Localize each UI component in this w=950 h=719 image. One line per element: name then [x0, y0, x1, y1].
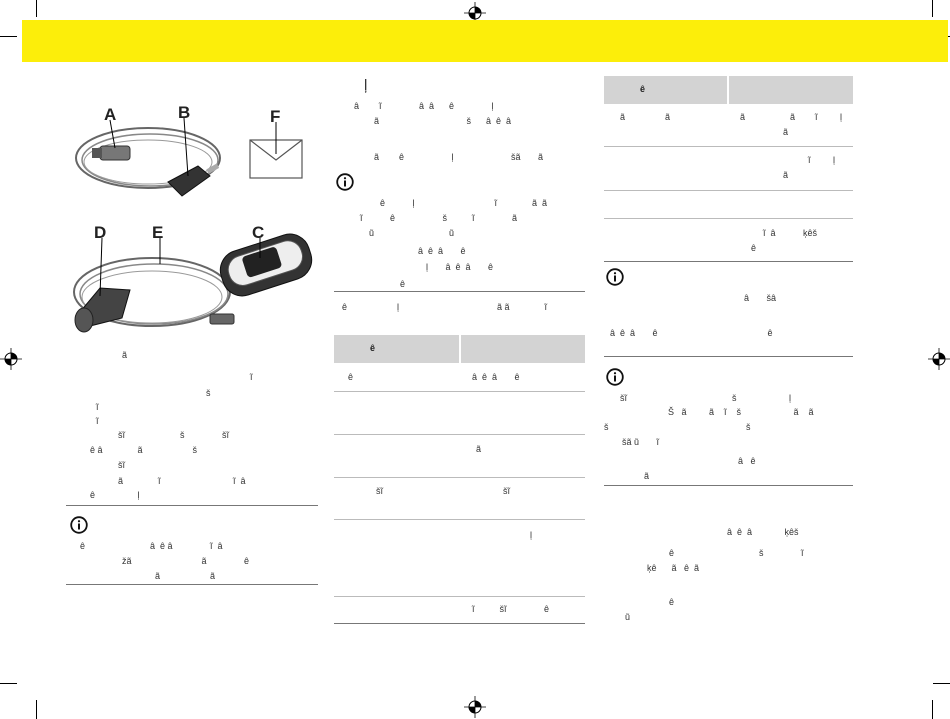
col3-note2-line: ã	[644, 471, 650, 481]
table-row-divider	[334, 519, 585, 520]
product-figure: A B F D E C	[73, 103, 313, 333]
col2-note-line: â ê â ê	[418, 246, 466, 256]
col3-note2-line: Š ã ã ĩ š ã ã	[668, 407, 814, 417]
col2-line: ã š â ê â	[374, 116, 512, 126]
figure-label-a: A	[104, 105, 116, 124]
col1-note-line: žã ã ê	[122, 556, 250, 566]
table-cell-right: ã	[476, 444, 482, 454]
table-row-divider	[604, 190, 853, 191]
divider	[604, 485, 853, 486]
table-cell-left: ã ã	[620, 112, 671, 122]
registration-mark-bottom	[464, 696, 486, 718]
col1-line: šĩ	[118, 460, 126, 470]
col1-line: ĩ	[96, 416, 99, 426]
table-cell-right-2: ã	[783, 170, 789, 180]
table-header-right	[461, 335, 585, 363]
crop-mark-top-left-h	[0, 36, 17, 37]
table-row-divider	[334, 596, 585, 597]
table-header-left	[604, 76, 727, 104]
figure-caption: ã	[122, 350, 128, 360]
col1-line: šĩ š šĩ	[118, 430, 230, 440]
col2-row-left: ê ļ	[342, 302, 400, 312]
table-cell-right: ã ã ĩ ļ	[740, 112, 843, 122]
table-header-left-text: ê	[370, 343, 376, 353]
header-band	[22, 20, 948, 62]
col2-note-line: ê ļ ĩ ã ã	[380, 198, 548, 208]
table-cell-left: šĩ	[376, 486, 384, 496]
col3-line: ê	[669, 597, 675, 607]
divider	[66, 584, 318, 585]
info-icon	[606, 268, 624, 286]
crop-mark-bottom-right-h	[933, 683, 950, 684]
col3-note2-line: šã ũ ĩ	[622, 437, 660, 447]
col2-row-right: ã ã ĩ	[497, 302, 548, 312]
col1-note-line: ê â ê â ĩ â	[80, 541, 223, 551]
info-icon	[70, 516, 88, 534]
col3-note2-line: š š	[604, 422, 751, 432]
table-row-divider	[334, 434, 585, 435]
table-header-left-text: ê	[640, 84, 646, 94]
divider	[334, 623, 585, 624]
registration-mark-left	[0, 348, 22, 370]
divider	[334, 291, 585, 292]
figure-label-b: B	[178, 103, 190, 122]
table-row-divider	[334, 391, 585, 392]
col3-note2-line: šĩ š ļ	[620, 393, 792, 403]
col3-note1-line: â ê â ê ê	[610, 328, 773, 338]
table-cell-right: šĩ	[503, 486, 511, 496]
crop-mark-top-left	[36, 0, 37, 17]
col3-line: â ê â ķêš	[727, 527, 799, 537]
table-header-left	[334, 335, 459, 363]
figure-label-f: F	[270, 107, 280, 126]
col3-note2-line: â ê	[738, 456, 756, 466]
table-row-divider	[604, 218, 853, 219]
col1-note-line: ã ã	[155, 571, 216, 581]
col3-line: ũ	[625, 612, 631, 622]
col2-note-line: ļ â ê â ê	[426, 262, 494, 272]
col3-line: ķê ã ê ã	[647, 563, 700, 573]
table-cell-right: â ê â ê	[472, 372, 520, 382]
figure-label-d: D	[94, 223, 106, 242]
divider	[66, 505, 318, 506]
plug-b	[167, 165, 211, 197]
registration-mark-top	[464, 2, 486, 24]
info-icon	[606, 368, 624, 386]
info-icon	[336, 173, 354, 191]
table-cell-right: ĩ â ķêš	[763, 228, 818, 238]
figure-label-c: C	[252, 223, 264, 242]
col2-note-line: ê	[400, 279, 406, 289]
col1-line: ê ļ	[90, 490, 140, 500]
divider	[604, 356, 853, 357]
table-cell-right: ĩ ļ	[808, 155, 836, 165]
table-cell-right: ĩ šĩ ê	[472, 604, 550, 614]
registration-mark-right	[928, 348, 950, 370]
divider	[604, 261, 853, 262]
col1-line: ĩ	[250, 372, 253, 382]
col1-line: ã ĩ ĩ â	[118, 476, 246, 486]
crop-mark-top-right	[932, 0, 933, 17]
col1-line: š	[206, 388, 211, 398]
crop-mark-bottom-right	[932, 700, 933, 719]
table-cell-right-2: ê	[751, 243, 757, 253]
col2-line: â ĩ â â ê ļ	[354, 101, 494, 111]
table-cell-right: ļ	[530, 530, 532, 540]
crop-mark-bottom-left-h	[0, 683, 17, 684]
control-box-c	[219, 233, 313, 297]
connector-a	[99, 145, 131, 161]
col2-note-line: ĩ ê š ĩ ã	[360, 213, 518, 223]
col2-note-line: ũ ũ	[369, 228, 455, 238]
table-cell-left: ê	[348, 372, 354, 382]
col3-note1-line: â šâ	[744, 293, 777, 303]
col2-line: ã ê ļ šã ã	[374, 152, 544, 162]
crop-mark-bottom-left	[36, 700, 37, 719]
col1-line: ê â ã š	[90, 445, 198, 455]
table-row-divider	[604, 146, 853, 147]
table-row-divider	[334, 477, 585, 478]
col3-line: ê š ĩ	[669, 548, 804, 558]
figure-label-e: E	[152, 223, 163, 242]
table-header-right	[729, 76, 853, 104]
col1-line: ĩ	[96, 402, 99, 412]
table-cell-right-2: ã	[783, 127, 789, 137]
col2-heading: ļ	[364, 77, 368, 94]
